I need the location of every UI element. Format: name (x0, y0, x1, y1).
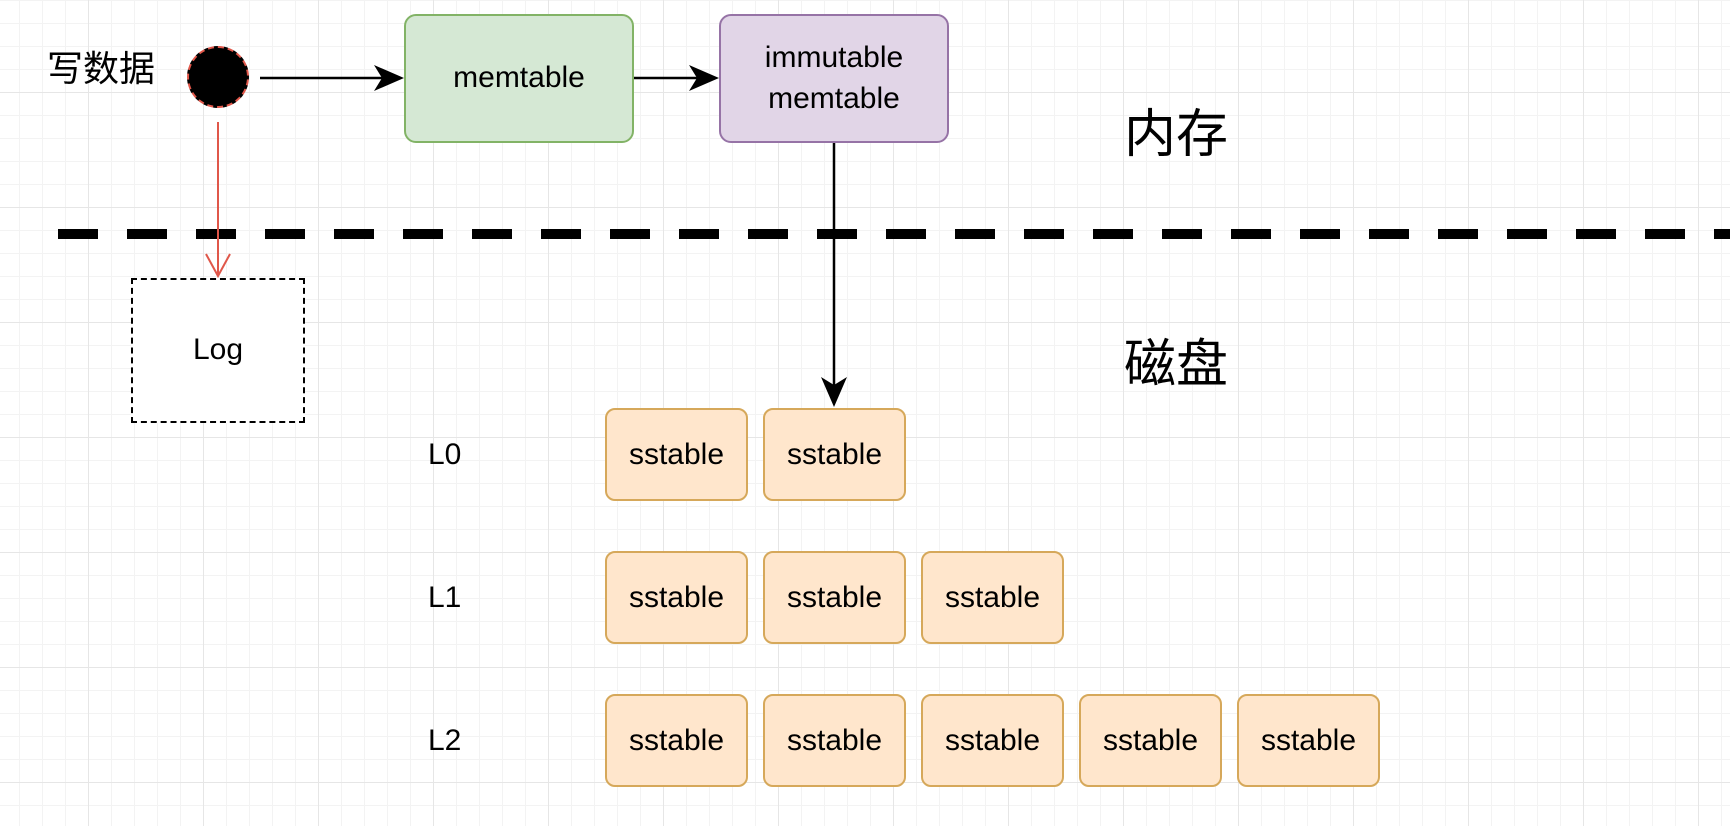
arrow-dot-to-log (205, 122, 231, 279)
disk-label: 磁盘 (1124, 336, 1229, 394)
log-node: Log (131, 278, 305, 423)
sstable-l1-2: sstable (763, 551, 906, 644)
sstable-l2-3: sstable (921, 694, 1064, 787)
arrow-memtable-to-immutable (634, 65, 719, 91)
sstable-l2-2: sstable (763, 694, 906, 787)
memtable-node: memtable (404, 14, 634, 143)
arrow-immutable-to-l0 (821, 143, 847, 407)
level-label-l0: L0 (428, 438, 462, 471)
sstable-l2-1: sstable (605, 694, 748, 787)
immutable-label-line-2: memtable (768, 81, 900, 115)
level-label-l1: L1 (428, 581, 462, 614)
write-start-node (187, 46, 249, 108)
sstable-l0-2: sstable (763, 408, 906, 501)
immutable-label-line-1: immutable (764, 41, 904, 74)
immutable-memtable-node: immutable memtable (719, 14, 949, 143)
sstable-l1-1: sstable (605, 551, 748, 644)
sstable-l0-1: sstable (605, 408, 748, 501)
sstable-l2-4: sstable (1079, 694, 1222, 787)
sstable-l2-5: sstable (1237, 694, 1380, 787)
sstable-l1-3: sstable (921, 551, 1064, 644)
level-label-l2: L2 (428, 724, 462, 757)
write-data-label: 写数据 (47, 48, 156, 89)
arrow-dot-to-memtable (260, 65, 404, 91)
memory-label: 内存 (1124, 106, 1229, 164)
